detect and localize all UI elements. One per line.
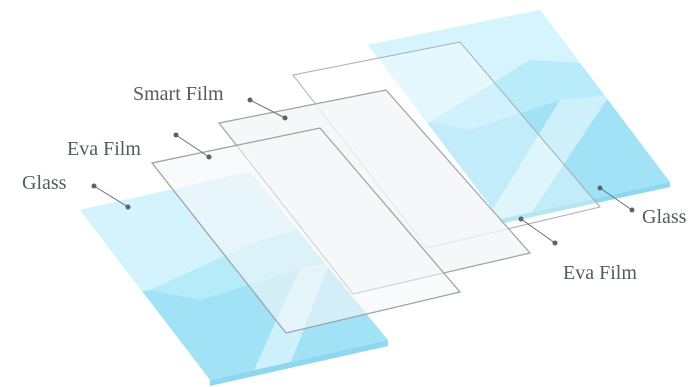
label-eva-film-right: Eva Film (563, 262, 637, 284)
eva-film-front (150, 127, 462, 334)
callout-glass-left (91, 183, 131, 210)
eva-film-left-target-dot (206, 154, 212, 160)
smart-film-target-dot (282, 115, 288, 121)
smart-film-pointer-dot (247, 97, 253, 103)
glass-left-target-dot (125, 204, 131, 210)
eva-film-right-target-dot (518, 216, 524, 222)
callout-eva-film-left (173, 132, 212, 160)
callout-glass-right (597, 185, 635, 213)
glass-right-pointer-dot (629, 207, 635, 213)
eva-film-right-pointer-dot (552, 240, 558, 246)
label-glass-right: Glass (642, 206, 687, 228)
glass-left-pointer-dot (91, 183, 97, 189)
callout-smart-film (247, 97, 288, 121)
label-smart-film: Smart Film (133, 83, 224, 105)
label-eva-film-left: Eva Film (67, 138, 141, 160)
eva-film-left-pointer-dot (173, 132, 179, 138)
glass-right-sheen (480, 95, 610, 219)
label-glass-left: Glass (22, 172, 67, 194)
glass-right-edge (500, 182, 670, 224)
callout-eva-film-right (518, 216, 558, 246)
glass-right-target-dot (597, 185, 603, 191)
glass-left-edge (210, 340, 388, 386)
